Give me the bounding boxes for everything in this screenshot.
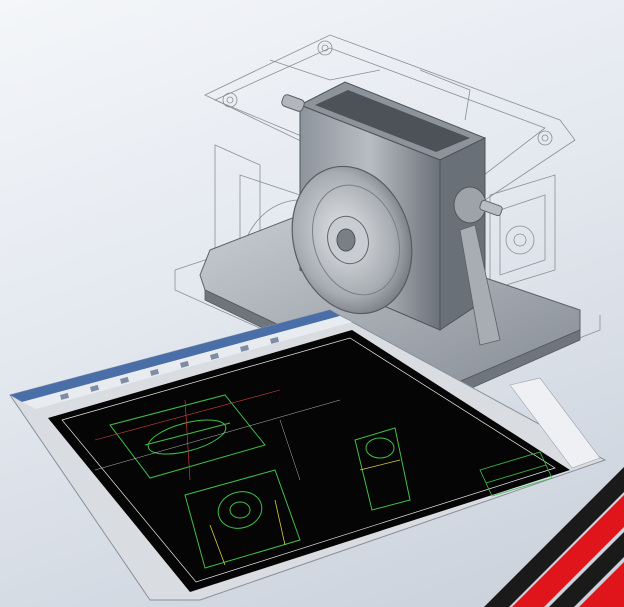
corner-decorative-stripes-icon [484,467,624,607]
